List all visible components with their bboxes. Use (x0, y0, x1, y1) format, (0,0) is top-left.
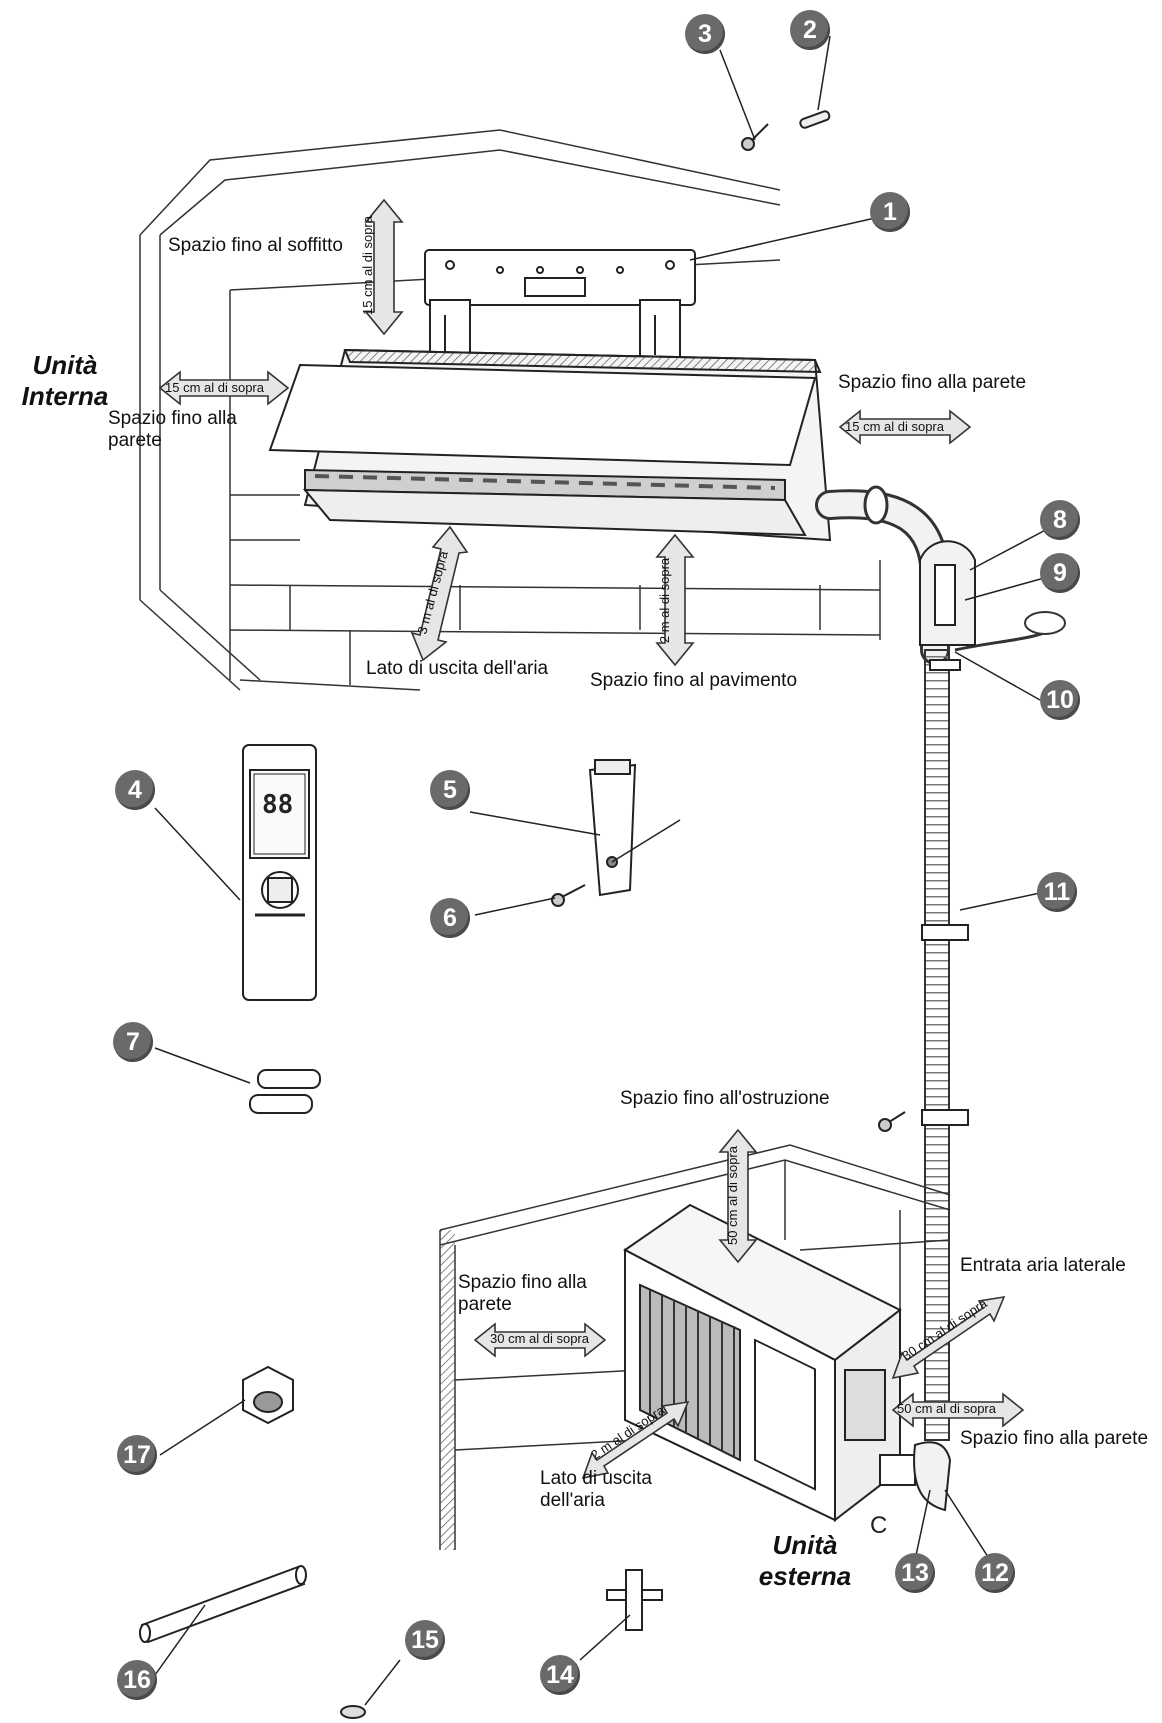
floor-clearance-label: Spazio fino al pavimento (590, 670, 798, 691)
arrow-ceiling (364, 198, 404, 336)
outdoor-unit-title-line1: Unità (772, 1530, 838, 1560)
arrow-side-inlet (891, 1295, 1006, 1380)
callout-17: 17 (117, 1435, 157, 1475)
callout-9: 9 (1040, 553, 1080, 593)
leader-lines (154, 35, 1056, 1706)
right-wall-clearance-label: Spazio fino alla parete (838, 372, 1027, 393)
arrow-outdoor-air-outlet (581, 1400, 690, 1480)
indoor-unit-title: Unità Interna (10, 350, 120, 412)
pipe-16 (139, 1565, 307, 1644)
callout-16: 16 (117, 1660, 157, 1700)
screw-6 (551, 884, 586, 907)
outdoor-left-wall-distance: 30 cm al di sopra (490, 1331, 589, 1346)
screw-3 (741, 123, 769, 151)
obstruction-clearance-distance: 50 cm al di sopra (725, 1146, 740, 1245)
outdoor-wall-hatch (440, 1230, 455, 1550)
right-wall-clearance-distance: 15 cm al di sopra (845, 419, 944, 434)
indoor-unit-title-line2: Interna (21, 381, 109, 412)
outdoor-unit-title-line2: esterna (758, 1561, 852, 1592)
indoor-room-walls (139, 129, 881, 691)
left-wall-clearance-distance: 15 cm al di sopra (165, 380, 264, 395)
callout-11: 11 (1037, 872, 1077, 912)
callout-3: 3 (685, 14, 725, 54)
nut-17 (242, 1365, 294, 1425)
callout-4: 4 (115, 770, 155, 810)
callout-7: 7 (113, 1022, 153, 1062)
callout-2: 2 (790, 10, 830, 50)
callout-8: 8 (1040, 500, 1080, 540)
pipe-clips (921, 659, 969, 1126)
callout-10: 10 (1040, 680, 1080, 720)
screw-outdoor (878, 1111, 906, 1132)
callout-13: 13 (895, 1553, 935, 1593)
indoor-unit-body (268, 348, 832, 542)
outdoor-unit-body (623, 1203, 916, 1523)
ceiling-clearance-distance: 15 cm al di sopra (360, 216, 375, 315)
arrow-floor (655, 533, 695, 667)
left-wall-clearance-label: Spazio fino alla parete (108, 408, 237, 451)
arrow-air-outlet (410, 525, 469, 662)
double-arrows (158, 198, 1025, 1480)
callout-5: 5 (430, 770, 470, 810)
wall-sleeve (919, 540, 976, 646)
seal-15 (340, 1705, 366, 1719)
outdoor-air-outlet-label: Lato di uscita dell'aria (540, 1468, 652, 1511)
anchor-2 (799, 110, 831, 129)
outdoor-right-wall-distance: 50 cm al di sopra (897, 1401, 996, 1416)
remote-holder (588, 759, 681, 897)
outdoor-left-wall-label: Spazio fino alla parete (458, 1272, 587, 1315)
arrow-obstruction (718, 1128, 758, 1264)
ceiling-clearance-label: Spazio fino al soffitto (168, 235, 343, 256)
callout-12: 12 (975, 1553, 1015, 1593)
callout-14: 14 (540, 1655, 580, 1695)
corner-letter: C (870, 1512, 888, 1539)
arrow-left-wall (158, 370, 290, 406)
outdoor-right-wall-label: Spazio fino alla parete (960, 1428, 1149, 1449)
indoor-unit-title-line1: Unità (32, 350, 98, 380)
remote-control (242, 744, 317, 1001)
mounting-plate (424, 249, 696, 366)
callout-6: 6 (430, 898, 470, 938)
callout-15: 15 (405, 1620, 445, 1660)
remote-display: 88 (262, 790, 294, 820)
air-outlet-label: Lato di uscita dell'aria (366, 658, 549, 679)
arrow-right-wall (838, 409, 972, 445)
obstruction-clearance-label: Spazio fino all'ostruzione (620, 1088, 830, 1109)
callout-1: 1 (870, 192, 910, 232)
batteries (249, 1069, 321, 1114)
outdoor-unit-title: Unità esterna (740, 1530, 870, 1592)
floor-clearance-distance: 2 m al di sopra (657, 557, 673, 644)
drain-plug-14 (606, 1569, 663, 1631)
drain-joint (913, 1441, 952, 1512)
arrow-outdoor-right-wall (891, 1392, 1025, 1428)
arrow-outdoor-left-wall (473, 1322, 607, 1358)
side-inlet-label: Entrata aria laterale (960, 1255, 1126, 1276)
